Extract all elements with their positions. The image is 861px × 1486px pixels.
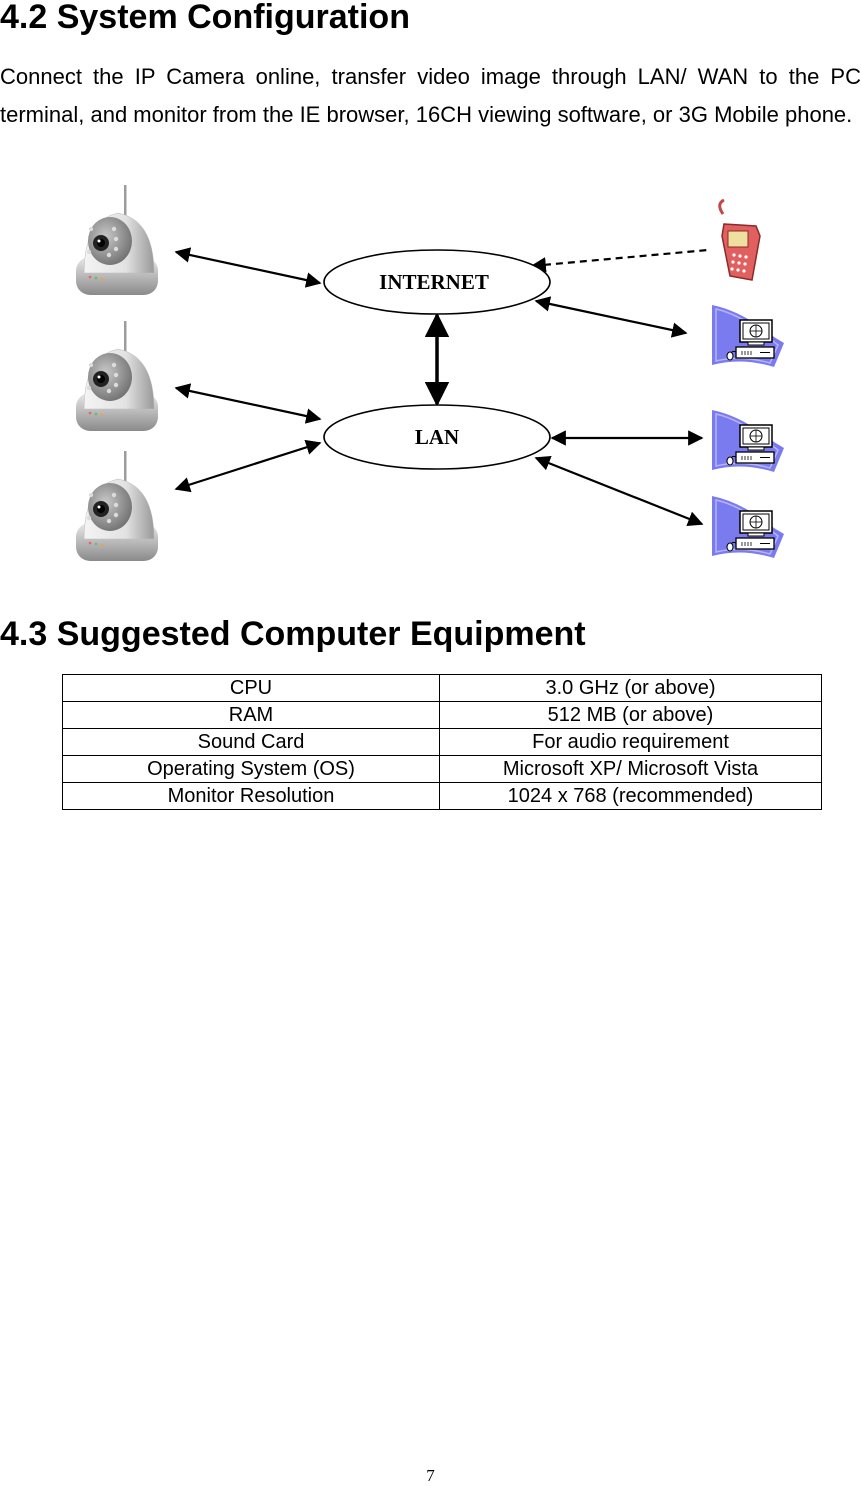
table-cell-value: Microsoft XP/ Microsoft Vista: [439, 755, 822, 783]
table-row: Monitor Resolution 1024 x 768 (recommend…: [62, 782, 822, 810]
ip-camera-icon: [75, 450, 159, 562]
computer-icon: [711, 409, 785, 473]
computer-icon: [711, 495, 785, 559]
computer-icon: [711, 304, 785, 368]
intro-paragraph: Connect the IP Camera online, transfer v…: [0, 64, 861, 127]
page-number: 7: [426, 1466, 435, 1485]
table-cell-item: Monitor Resolution: [62, 782, 440, 810]
lan-node: [323, 404, 551, 470]
table-row: RAM 512 MB (or above): [62, 701, 822, 729]
table-cell-item: CPU: [62, 674, 440, 702]
section-heading-suggested-equipment: 4.3 Suggested Computer Equipment: [0, 615, 586, 653]
lan-label: LAN: [415, 425, 459, 449]
table-cell-value: 1024 x 768 (recommended): [439, 782, 822, 810]
table-cell-item: Operating System (OS): [62, 755, 440, 783]
table-row: Operating System (OS) Microsoft XP/ Micr…: [62, 755, 822, 783]
section-heading-system-configuration: 4.2 System Configuration: [0, 0, 410, 36]
table-cell-item: Sound Card: [62, 728, 440, 756]
table-cell-value: For audio requirement: [439, 728, 822, 756]
table-cell-item: RAM: [62, 701, 440, 729]
ip-camera-icon: [75, 320, 159, 432]
internet-node: [323, 249, 551, 315]
table-row: CPU 3.0 GHz (or above): [62, 674, 822, 702]
internet-label: INTERNET: [379, 270, 489, 294]
table-row: Sound Card For audio requirement: [62, 728, 822, 756]
table-cell-value: 512 MB (or above): [439, 701, 822, 729]
ip-camera-icon: [75, 184, 159, 296]
mobile-phone-icon: [718, 198, 761, 281]
equipment-table: CPU 3.0 GHz (or above) RAM 512 MB (or ab…: [62, 674, 822, 810]
network-diagram: INTERNET LAN: [75, 184, 785, 562]
connection-lines: [174, 247, 709, 527]
table-cell-value: 3.0 GHz (or above): [439, 674, 822, 702]
